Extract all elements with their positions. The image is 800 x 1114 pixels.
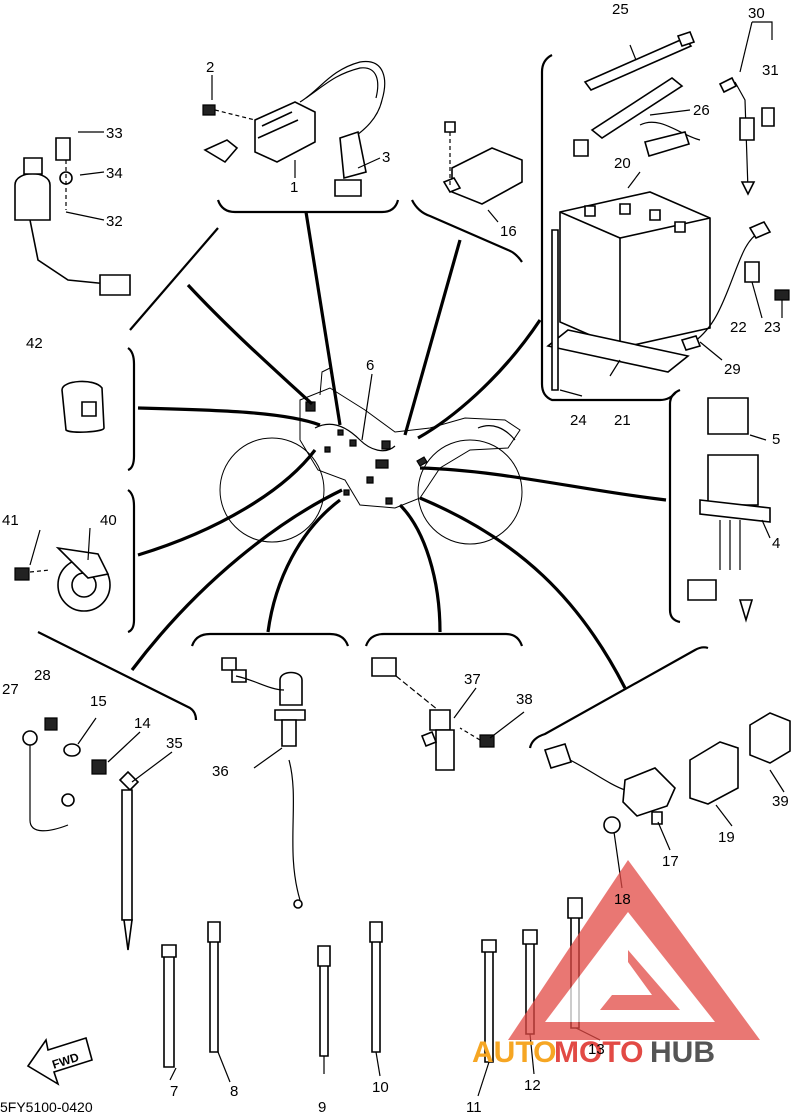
callout-32: 32 — [106, 213, 123, 230]
horn — [14, 546, 111, 612]
callout-35: 35 — [166, 735, 183, 752]
callout-18: 18 — [614, 891, 631, 908]
callout-6: 6 — [366, 357, 374, 374]
callout-33: 33 — [106, 125, 123, 142]
fuse-assembly — [718, 76, 775, 196]
connector-lines — [130, 211, 667, 689]
callout-38: 38 — [516, 691, 533, 708]
bracket-frames — [37, 54, 709, 749]
callout-15: 15 — [90, 693, 107, 710]
bolt-washer-sensor — [63, 743, 140, 951]
watermark-text: AUTO MOTO HUB — [472, 1036, 715, 1069]
callout-3: 3 — [382, 149, 390, 166]
negative-lead — [680, 220, 790, 351]
motorcycle-outline — [219, 367, 523, 545]
callout-4: 4 — [772, 535, 780, 552]
battery-band — [583, 31, 696, 91]
ground-lead — [22, 717, 75, 832]
callout-31: 31 — [762, 62, 779, 79]
callout-23: 23 — [764, 319, 781, 336]
callout-5: 5 — [772, 431, 780, 448]
callout-11: 11 — [466, 1099, 482, 1114]
watermark-text-auto: AUTO — [472, 1036, 556, 1069]
callout-19: 19 — [718, 829, 735, 846]
battery-case — [546, 229, 690, 391]
callout-24: 24 — [570, 412, 587, 429]
forward-arrow: FWD — [26, 1036, 93, 1086]
callout-34: 34 — [106, 165, 123, 182]
watermark-text-moto: MOTO — [554, 1036, 643, 1069]
screw-2 — [202, 104, 256, 121]
callout-28: 28 — [34, 667, 51, 684]
callout-30: 30 — [748, 5, 765, 22]
callout-13: 13 — [588, 1041, 605, 1058]
callout-37: 37 — [464, 671, 481, 688]
callout-25: 25 — [612, 1, 629, 18]
cdi-unit — [687, 397, 771, 623]
starter-relay — [543, 712, 791, 834]
relay-42 — [61, 380, 105, 433]
ignition-coil — [203, 60, 386, 197]
main-switch — [14, 137, 131, 296]
callout-39: 39 — [772, 793, 789, 810]
callout-7: 7 — [170, 1083, 178, 1100]
callout-27: 27 — [2, 681, 19, 698]
callout-29: 29 — [724, 361, 741, 378]
battery-lead — [573, 77, 701, 157]
callout-20: 20 — [614, 155, 631, 172]
callout-41: 41 — [2, 512, 19, 529]
callout-9: 9 — [318, 1099, 326, 1114]
callout-16: 16 — [500, 223, 517, 240]
callout-1: 1 — [290, 179, 298, 196]
callout-26: 26 — [693, 102, 710, 119]
speed-sensor — [371, 657, 495, 771]
callout-42: 42 — [26, 335, 43, 352]
watermark-logo — [508, 860, 760, 1040]
callout-12: 12 — [524, 1077, 541, 1094]
watermark-text-hub: HUB — [650, 1036, 715, 1069]
callout-10: 10 — [372, 1079, 389, 1096]
neutral-switch — [221, 657, 306, 909]
callout-21: 21 — [614, 412, 631, 429]
callout-14: 14 — [134, 715, 151, 732]
callout-2: 2 — [206, 59, 214, 76]
leader-lines — [29, 21, 785, 1097]
callout-22: 22 — [730, 319, 747, 336]
diagram-code: 5FY5100-0420 — [0, 1099, 93, 1114]
battery — [559, 191, 711, 349]
rectifier-regulator — [442, 121, 523, 205]
callout-40: 40 — [100, 512, 117, 529]
callout-8: 8 — [230, 1083, 238, 1100]
callout-36: 36 — [212, 763, 229, 780]
callout-17: 17 — [662, 853, 679, 870]
